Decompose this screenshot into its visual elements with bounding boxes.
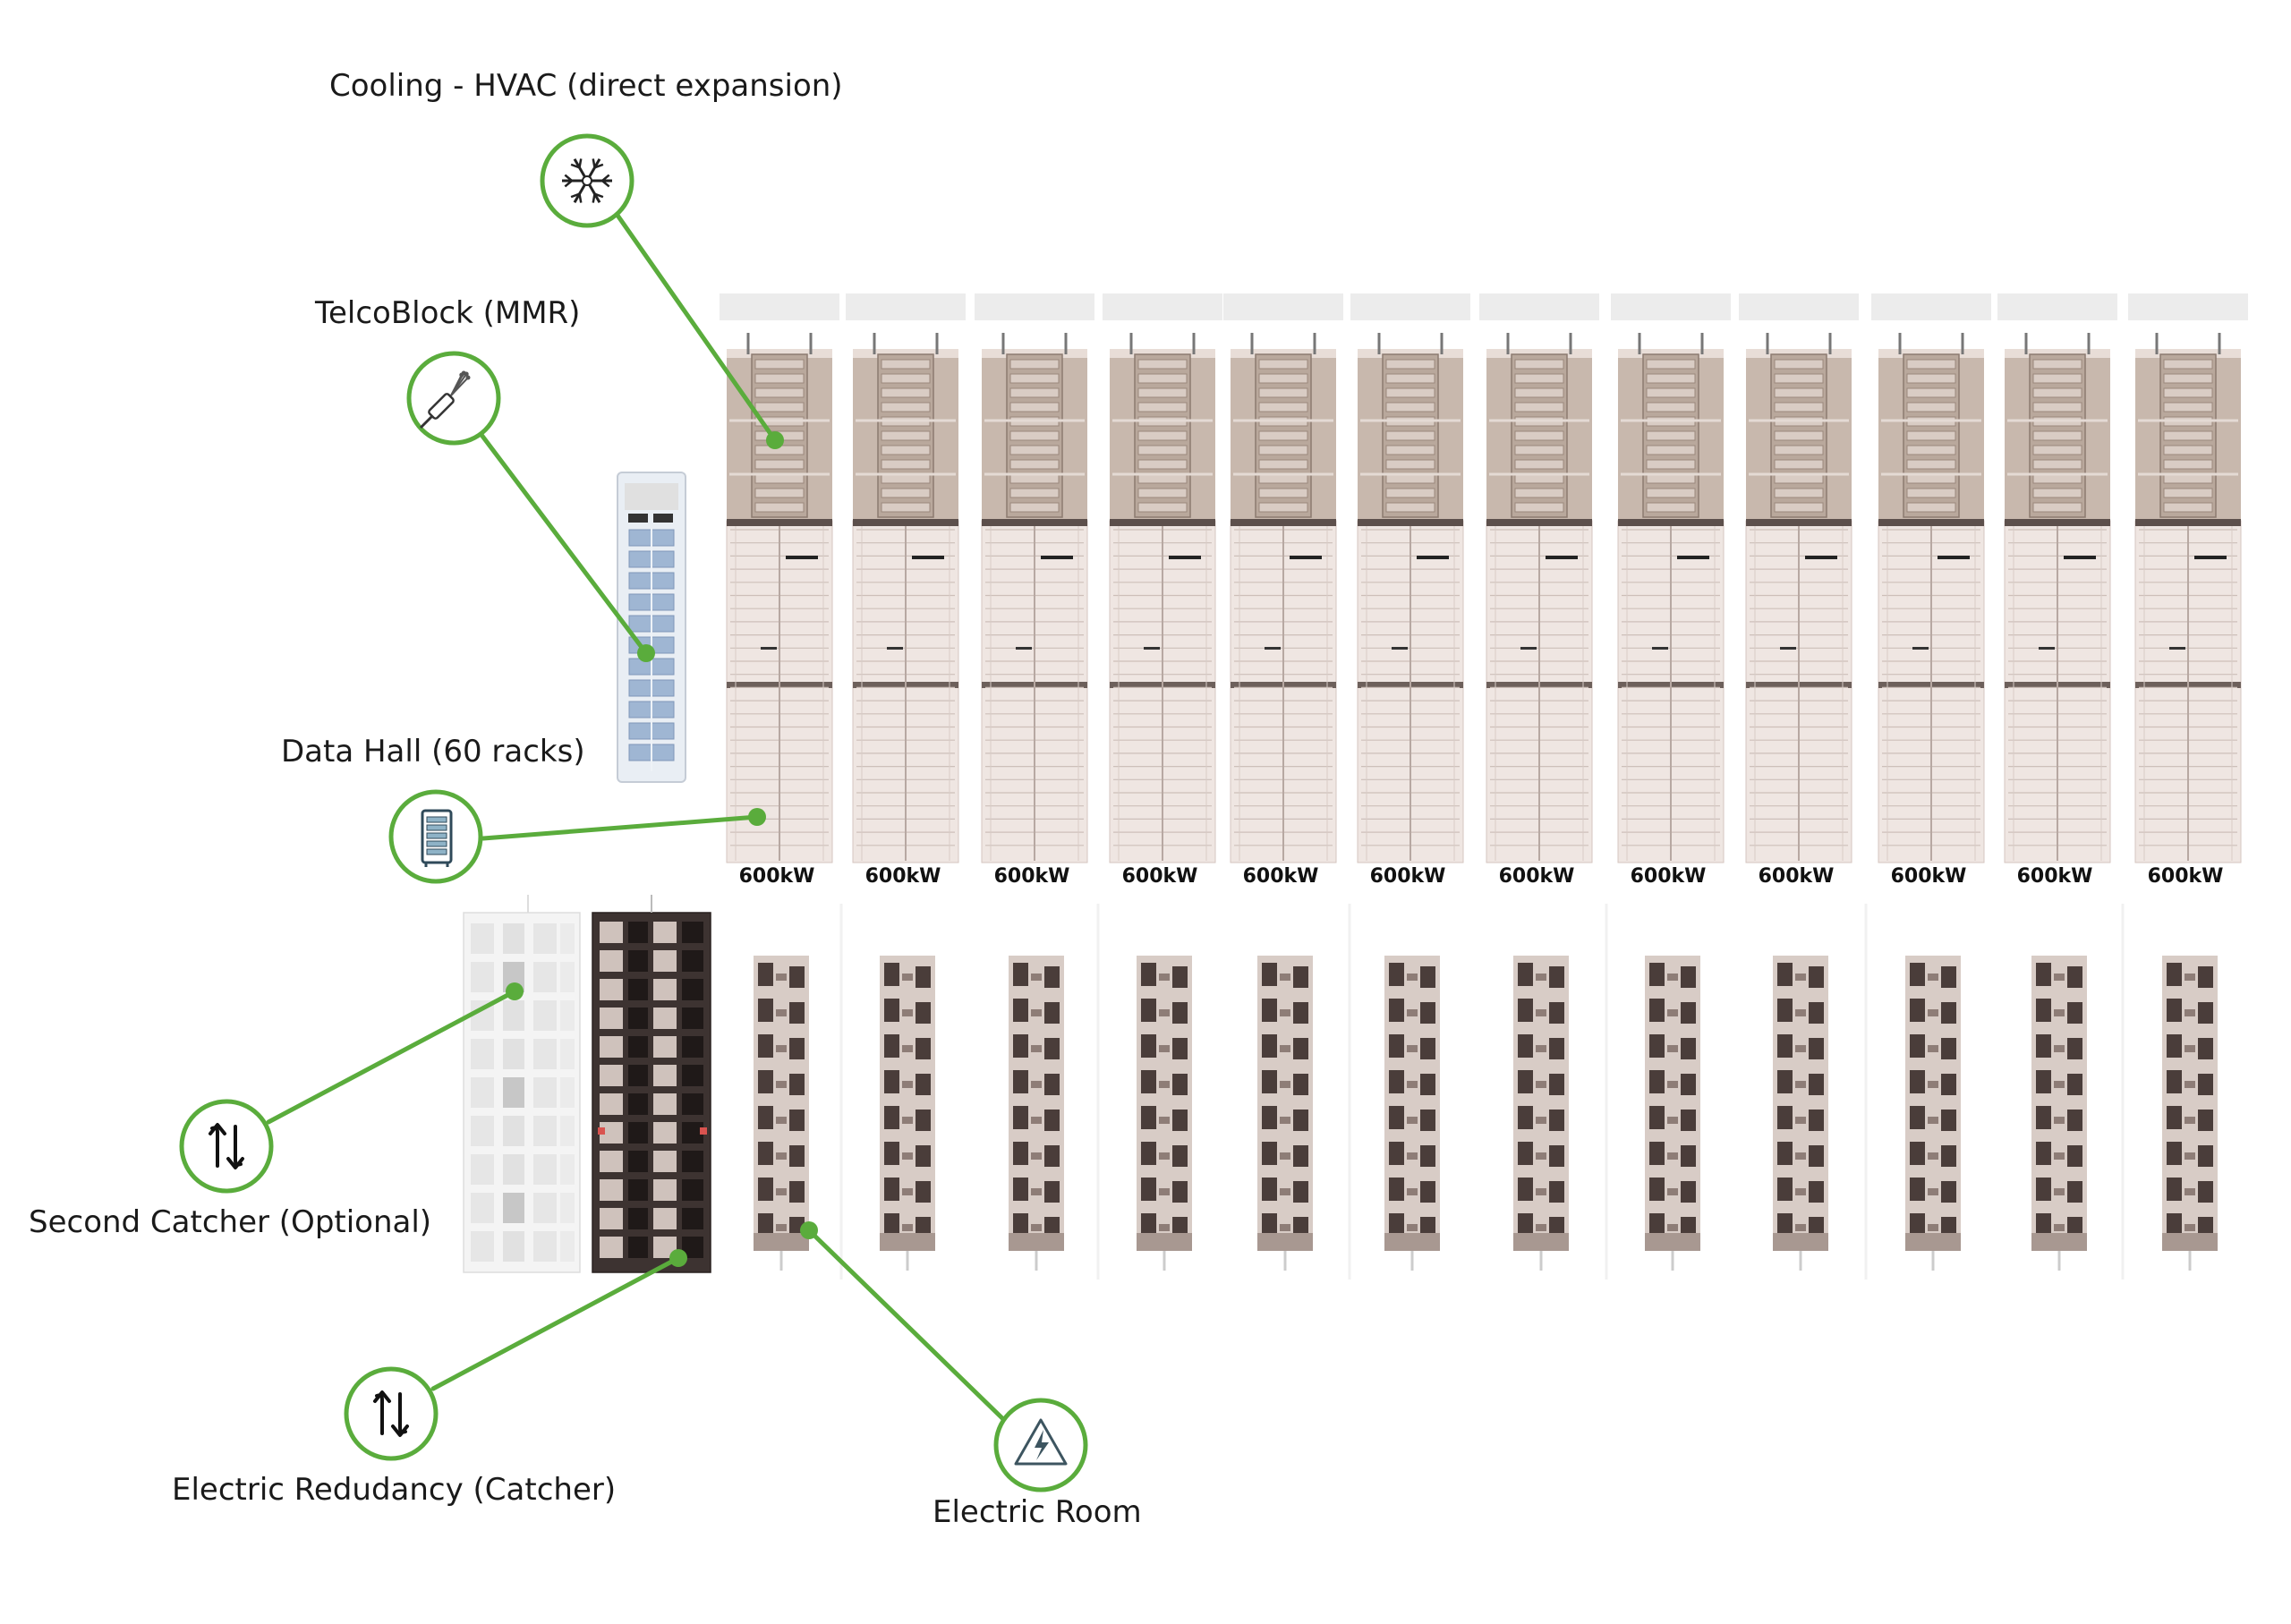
module-capacity-label: 600kW [865,865,941,888]
module-cap [1350,293,1470,320]
electric-redundancy-label: Electric Redudancy (Catcher) [172,1472,617,1508]
hvac-unit [853,333,958,521]
rack-rows [1878,519,1985,863]
electric-room-connector [800,1221,1007,1423]
connectors-layer [266,205,1007,1423]
cooling-connector [609,205,784,449]
second-catcher-label: Second Catcher (Optional) [29,1204,432,1240]
electric-room-unit [1645,956,1700,1271]
hvac-unit [1358,333,1463,521]
module-cap [1997,293,2117,320]
electric-room-unit [1137,956,1192,1271]
module-5: 600kW [1223,293,1343,1271]
hvac-unit [1746,333,1852,521]
modules-layer: 600kW 600kW 600kW 600kW 600kW 600kW 600kW 600kW… [720,293,2248,1280]
module-capacity-label: 600kW [1759,865,1835,888]
module-6: 600kW [1350,293,1470,1271]
module-cap [2128,293,2248,320]
electric-room-unit [2031,956,2087,1271]
module-capacity-label: 600kW [1891,865,1967,888]
rack-rows [726,519,833,863]
icons-layer [179,133,1088,1492]
hvac-unit [1618,333,1724,521]
telcoblock-unit [617,472,686,783]
hvac-unit [2005,333,2110,521]
module-capacity-label: 600kW [2148,865,2224,888]
electric-room-unit [1384,956,1440,1271]
equipment-layer [463,472,711,1273]
module-capacity-label: 600kW [994,865,1070,888]
telco-connector [476,429,655,662]
rack-rows [852,519,959,863]
module-cap [1223,293,1343,320]
module-capacity-label: 600kW [1370,865,1446,888]
fiber-cable-icon [406,351,501,446]
module-cap [1479,293,1599,320]
module-capacity-label: 600kW [1243,865,1319,888]
hvac-unit [1486,333,1592,521]
rack-rows [1745,519,1852,863]
high-voltage-icon [993,1398,1088,1492]
module-capacity-label: 600kW [1631,865,1707,888]
module-11: 600kW [1997,293,2117,1271]
electric-room-unit [1513,956,1569,1271]
electric-room-unit [1009,956,1064,1271]
electric-room-unit [880,956,935,1271]
module-cap [1611,293,1731,320]
data-hall-label: Data Hall (60 racks) [281,734,585,769]
rack-rows [2004,519,2111,863]
second-catcher-connector [266,982,524,1125]
module-capacity-label: 600kW [2017,865,2093,888]
module-4: 600kW [1103,293,1222,1271]
snowflake-icon [540,133,634,228]
rack-rows [1486,519,1593,863]
electric-redundancy-connector [430,1249,687,1391]
rack-rows [2134,519,2242,863]
swap-arrows-icon [179,1099,274,1194]
second-catcher-unit [463,895,581,1273]
electric-room-unit [1773,956,1828,1271]
data-hall-connector [481,808,766,841]
rack-rows [1230,519,1337,863]
module-cap [1871,293,1991,320]
rack-rows [1357,519,1464,863]
module-3: 600kW [975,293,1094,1271]
rack-rows [1109,519,1216,863]
module-9: 600kW [1739,293,1859,1271]
hvac-unit [982,333,1087,521]
cooling-label: Cooling - HVAC (direct expansion) [329,68,843,104]
electric-room-unit [2162,956,2218,1271]
hvac-unit [727,333,832,521]
hvac-unit [1231,333,1336,521]
module-cap [846,293,966,320]
module-capacity-label: 600kW [1122,865,1198,888]
hvac-unit [1878,333,1984,521]
module-cap [720,293,839,320]
module-cap [1103,293,1222,320]
rack-rows [981,519,1088,863]
electric-room-label: Electric Room [933,1494,1142,1530]
electric-room-unit [754,956,809,1271]
electric-room-unit [1905,956,1961,1271]
module-cap [1739,293,1859,320]
rack-rows [1617,519,1725,863]
module-2: 600kW [846,293,966,1271]
electric-catcher-unit [592,895,711,1273]
hvac-unit [2135,333,2241,521]
swap-arrows-icon [344,1366,439,1461]
module-7: 600kW [1479,293,1599,1271]
electric-room-unit [1257,956,1313,1271]
server-rack-icon [388,789,483,884]
module-capacity-label: 600kW [739,865,815,888]
module-cap [975,293,1094,320]
module-12: 600kW [2128,293,2248,1271]
module-capacity-label: 600kW [1499,865,1575,888]
module-10: 600kW [1871,293,1991,1271]
telcoblock-label: TelcoBlock (MMR) [315,295,581,331]
module-8: 600kW [1611,293,1731,1271]
hvac-unit [1110,333,1215,521]
